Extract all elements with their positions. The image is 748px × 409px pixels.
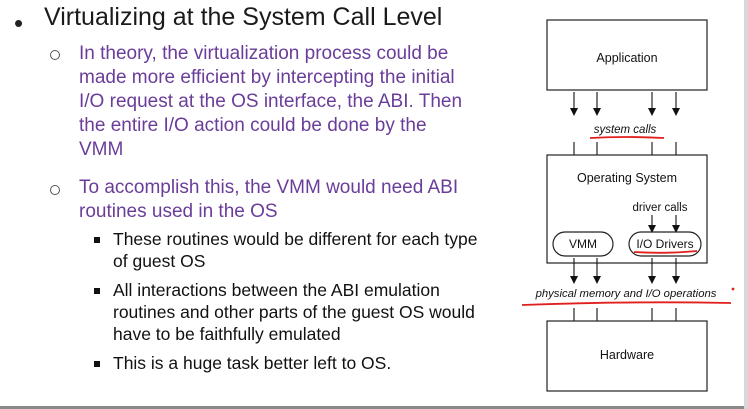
annotation-dot bbox=[731, 287, 735, 291]
bullet-marker bbox=[50, 185, 60, 195]
sub-bullet-1-line-2: of guest OS bbox=[113, 251, 206, 271]
bullet-1-text: In theory, the virtualization process co… bbox=[79, 44, 462, 164]
physmem-underline bbox=[521, 301, 732, 306]
io-drivers-box bbox=[628, 231, 702, 257]
sub-bullet-1-line-1: These routines would be different for ea… bbox=[113, 229, 478, 249]
io-drivers-underline bbox=[633, 250, 698, 254]
system-calls-underline bbox=[589, 136, 665, 139]
application-box bbox=[546, 19, 708, 91]
sub-bullet-marker bbox=[94, 361, 100, 367]
driver-calls-label: driver calls bbox=[633, 202, 688, 214]
driver-call-arrows bbox=[648, 215, 680, 233]
application-label: Application bbox=[596, 51, 657, 65]
bullet-2-line-2: routines used in the OS bbox=[79, 201, 278, 222]
os-to-physmem-arrows bbox=[570, 258, 680, 284]
physmem-label: physical memory and I/O operations bbox=[535, 288, 717, 300]
bullet-1-line-4: the entire I/O action could be done by t… bbox=[79, 115, 427, 136]
sub-bullet-1-text: These routines would be different for ea… bbox=[113, 229, 478, 275]
sub-bullet-2-line-3: have to be faithfully emulated bbox=[113, 324, 341, 344]
sub-bullet-3-line-1: This is a huge task better left to OS. bbox=[113, 353, 392, 373]
bullet-1-line-5: VMM bbox=[79, 139, 124, 160]
bullet-marker bbox=[50, 50, 60, 60]
sub-bullet-3-text: This is a huge task better left to OS. bbox=[113, 353, 392, 377]
system-calls-label: system calls bbox=[594, 124, 657, 136]
slide-bottom-border bbox=[0, 406, 748, 409]
vmm-label: VMM bbox=[569, 237, 597, 251]
bullet-2-text: To accomplish this, the VMM would need A… bbox=[79, 178, 458, 226]
heading-bullet: • bbox=[14, 8, 24, 38]
sub-bullet-marker bbox=[94, 288, 100, 294]
hardware-box bbox=[546, 320, 708, 392]
bullet-1-line-3: I/O request at the OS interface, the ABI… bbox=[79, 91, 463, 112]
slide-heading: Virtualizing at the System Call Level bbox=[44, 3, 443, 31]
bullet-1-line-1: In theory, the virtualization process co… bbox=[79, 43, 449, 64]
sub-bullet-marker bbox=[94, 237, 100, 243]
bullet-2-line-1: To accomplish this, the VMM would need A… bbox=[79, 177, 459, 198]
sub-bullet-2-line-1: All interactions between the ABI emulati… bbox=[113, 280, 440, 300]
sub-bullet-2-text: All interactions between the ABI emulati… bbox=[113, 280, 475, 348]
app-to-syscall-arrows bbox=[570, 92, 680, 116]
io-drivers-label: I/O Drivers bbox=[636, 237, 693, 251]
window-right-edge bbox=[744, 0, 748, 409]
vmm-box bbox=[552, 231, 614, 257]
os-label: Operating System bbox=[577, 171, 677, 185]
sub-bullet-2-line-2: routines and other parts of the guest OS… bbox=[113, 302, 475, 322]
bullet-1-line-2: made more efficient by intercepting the … bbox=[79, 67, 455, 88]
hardware-label: Hardware bbox=[600, 348, 654, 362]
